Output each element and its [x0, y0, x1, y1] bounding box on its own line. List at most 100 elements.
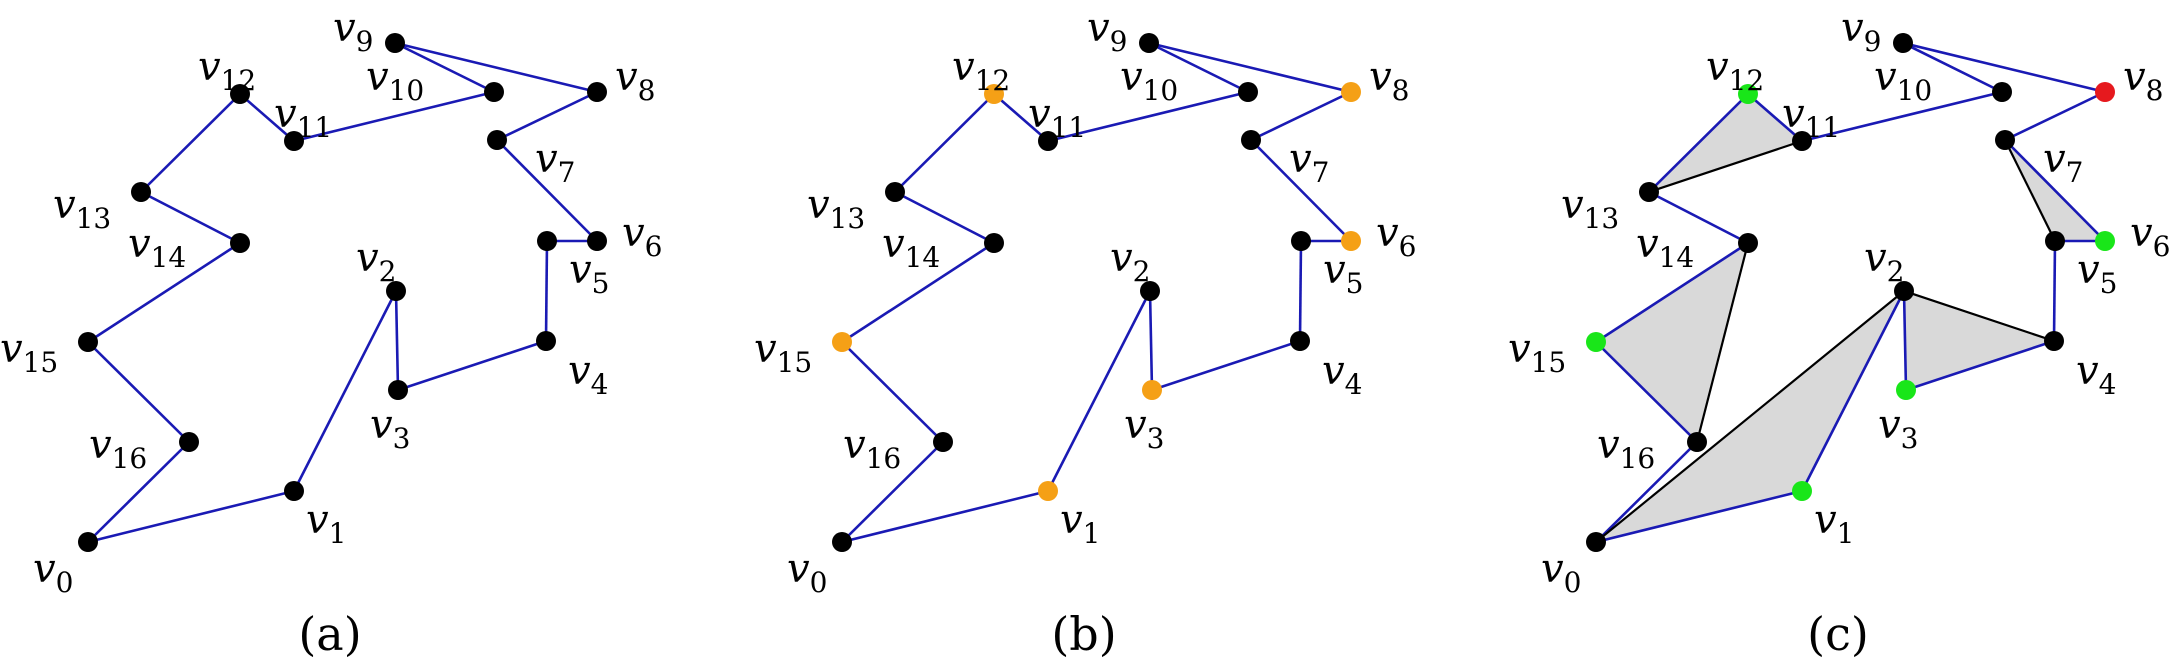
edge-b-14-15 — [841, 241, 995, 344]
edge-b-3-4 — [1151, 339, 1301, 392]
edge-b-13-14 — [894, 190, 995, 245]
vertex-b-4 — [1290, 331, 1310, 351]
edge-b-12-13 — [894, 93, 995, 193]
edge-b-1-2 — [1046, 290, 1152, 492]
edge-a-12-13 — [140, 93, 241, 193]
vertex-b-1 — [1038, 481, 1058, 501]
triangle-c-4 — [1596, 243, 1748, 442]
vertex-b-0 — [832, 532, 852, 552]
diagonal-c-2-4 — [1903, 289, 2055, 343]
edge-a-11-12 — [239, 93, 295, 142]
vertex-b-14 — [984, 233, 1004, 253]
edge-c-9-10 — [1902, 41, 2003, 94]
vertex-label-b-0: v0 — [787, 546, 827, 599]
vertex-a-14 — [230, 233, 250, 253]
vertex-a-16 — [179, 432, 199, 452]
edge-a-8-9 — [394, 41, 598, 94]
vertex-label-a-7: v7 — [535, 136, 575, 189]
edge-c-4-5 — [2052, 240, 2057, 342]
edge-c-12-13 — [1648, 93, 1749, 193]
vertex-label-c-5: v5 — [2077, 247, 2117, 300]
vertex-b-9 — [1139, 33, 1159, 53]
edge-c-14-15 — [1595, 241, 1749, 344]
diagonal-c-0-2 — [1595, 290, 1905, 543]
edge-a-15-16 — [87, 341, 190, 443]
vertex-label-b-1: v1 — [1060, 497, 1100, 550]
vertex-label-b-11: v11 — [1028, 91, 1086, 144]
vertex-c-8 — [2095, 82, 2115, 102]
panel-a: v0v1v2v3v4v5v6v7v8v9v10v11v12v13v14v15v1… — [0, 5, 662, 661]
vertex-c-2 — [1894, 281, 1914, 301]
vertex-label-b-12: v12 — [952, 44, 1010, 97]
vertex-label-c-1: v1 — [1814, 497, 1854, 550]
vertex-c-7 — [1995, 130, 2015, 150]
vertex-label-c-11: v11 — [1782, 91, 1840, 144]
vertex-a-4 — [536, 331, 556, 351]
diagonal-c-14-16 — [1695, 242, 1750, 443]
vertex-label-b-14: v14 — [882, 221, 940, 274]
vertex-c-6 — [2095, 231, 2115, 251]
edge-c-15-16 — [1595, 341, 1698, 443]
vertex-label-c-15: v15 — [1508, 326, 1566, 379]
vertex-label-a-14: v14 — [128, 221, 186, 274]
vertex-c-5 — [2045, 231, 2065, 251]
edge-c-6-7 — [2004, 139, 2106, 242]
vertex-a-12 — [230, 84, 250, 104]
edge-a-2-3 — [394, 290, 400, 391]
edge-a-14-15 — [87, 241, 241, 344]
vertex-label-b-2: v2 — [1110, 235, 1150, 288]
diagonal-c-5-7 — [2004, 139, 2056, 242]
vertex-label-a-11: v11 — [274, 91, 332, 144]
edge-c-1-2 — [1800, 290, 1906, 492]
edge-a-6-7 — [496, 139, 598, 242]
vertex-label-a-1: v1 — [306, 497, 346, 550]
vertex-label-c-10: v10 — [1874, 54, 1932, 107]
edge-a-10-11 — [293, 90, 495, 143]
edge-b-8-9 — [1148, 41, 1352, 94]
vertex-a-0 — [78, 532, 98, 552]
vertex-label-a-0: v0 — [33, 546, 73, 599]
vertex-c-10 — [1992, 82, 2012, 102]
vertex-label-a-16: v16 — [89, 422, 147, 475]
caption-a: (a) — [298, 607, 361, 661]
vertex-label-b-15: v15 — [754, 326, 812, 379]
edge-b-10-11 — [1047, 90, 1249, 143]
edge-c-10-11 — [1801, 90, 2003, 143]
vertex-c-15 — [1586, 332, 1606, 352]
vertex-b-8 — [1341, 82, 1361, 102]
edge-b-11-12 — [993, 93, 1049, 142]
vertex-a-7 — [487, 130, 507, 150]
vertex-label-c-9: v9 — [1841, 5, 1881, 58]
vertex-label-b-6: v6 — [1376, 210, 1416, 263]
vertex-label-b-4: v4 — [1322, 348, 1362, 401]
triangle-c-1 — [1904, 291, 2054, 390]
vertex-b-11 — [1038, 131, 1058, 151]
vertex-a-2 — [386, 281, 406, 301]
vertex-label-c-3: v3 — [1878, 402, 1918, 455]
edge-b-4-5 — [1298, 240, 1303, 342]
vertex-a-5 — [537, 231, 557, 251]
diagonal-c-11-13 — [1648, 139, 1803, 194]
vertex-a-1 — [284, 481, 304, 501]
vertex-b-10 — [1238, 82, 1258, 102]
edge-c-7-8 — [2004, 90, 2106, 142]
vertex-c-13 — [1639, 182, 1659, 202]
edge-b-0-1 — [841, 489, 1049, 544]
vertex-label-c-16: v16 — [1597, 422, 1655, 475]
edge-a-7-8 — [496, 90, 598, 142]
vertex-b-2 — [1140, 281, 1160, 301]
vertex-a-3 — [388, 380, 408, 400]
vertex-label-b-16: v16 — [843, 422, 901, 475]
panel-b: v0v1v2v3v4v5v6v7v8v9v10v11v12v13v14v15v1… — [754, 5, 1416, 661]
vertex-b-7 — [1241, 130, 1261, 150]
vertex-c-1 — [1792, 481, 1812, 501]
vertex-c-11 — [1792, 131, 1812, 151]
caption-b: (b) — [1051, 607, 1116, 661]
vertex-label-c-4: v4 — [2076, 348, 2116, 401]
vertex-label-a-6: v6 — [622, 210, 662, 263]
vertex-a-9 — [385, 33, 405, 53]
vertex-label-b-7: v7 — [1289, 136, 1329, 189]
edge-a-1-2 — [292, 290, 398, 492]
edge-c-3-4 — [1905, 339, 2055, 392]
